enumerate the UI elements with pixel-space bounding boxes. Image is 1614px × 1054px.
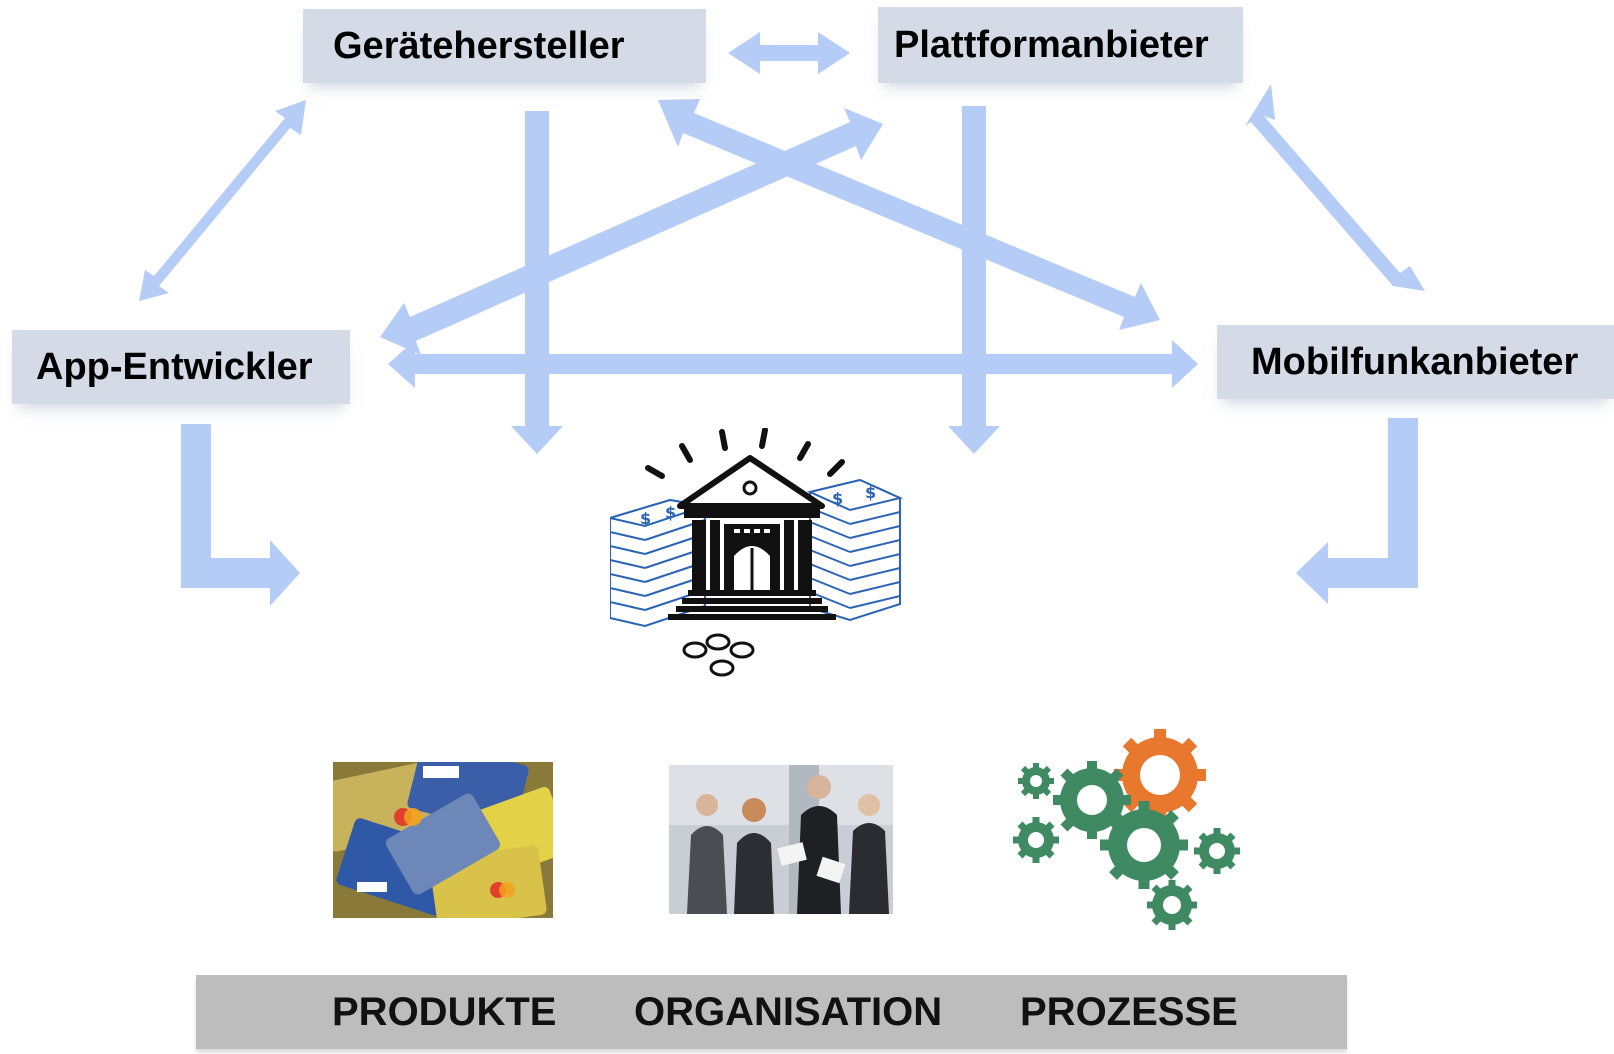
business-people-photo: [669, 765, 893, 914]
footer-label-prozesse: PROZESSE: [1020, 990, 1238, 1034]
arrow-geraete-mobil: [658, 99, 1160, 330]
node-label: Mobilfunkanbieter: [1251, 341, 1579, 383]
arrow-app-elbow: [181, 424, 300, 606]
node-label: Plattformanbieter: [894, 24, 1209, 66]
node-app-entwickler: App-Entwickler: [12, 330, 350, 404]
svg-text:$: $: [832, 489, 843, 508]
footer-bar: PRODUKTE ORGANISATION PROZESSE: [196, 975, 1347, 1049]
bank-money-icon: $ $ $ $: [610, 428, 904, 677]
arrow-plattform-down: [948, 106, 1000, 454]
node-plattformanbieter: Plattformanbieter: [878, 7, 1243, 83]
arrow-app-mobil: [388, 340, 1198, 388]
arrow-geraete-plattform: [728, 32, 850, 74]
svg-text:$: $: [865, 483, 876, 502]
gears-photo: [1012, 725, 1244, 931]
arrow-plattform-mobil: [1245, 84, 1425, 291]
credit-cards-photo: [333, 762, 553, 918]
svg-text:$: $: [665, 503, 676, 522]
node-mobilfunkanbieter: Mobilfunkanbieter: [1217, 325, 1614, 399]
footer-label-produkte: PRODUKTE: [332, 990, 557, 1034]
arrow-mobil-elbow: [1296, 418, 1418, 604]
arrow-plattform-app: [380, 108, 883, 355]
node-label: Gerätehersteller: [333, 25, 625, 67]
node-geraetehersteller: Gerätehersteller: [303, 9, 706, 83]
footer-label-organisation: ORGANISATION: [634, 990, 943, 1034]
svg-text:$: $: [640, 509, 651, 528]
node-label: App-Entwickler: [36, 346, 313, 388]
arrow-geraete-app: [139, 100, 306, 301]
